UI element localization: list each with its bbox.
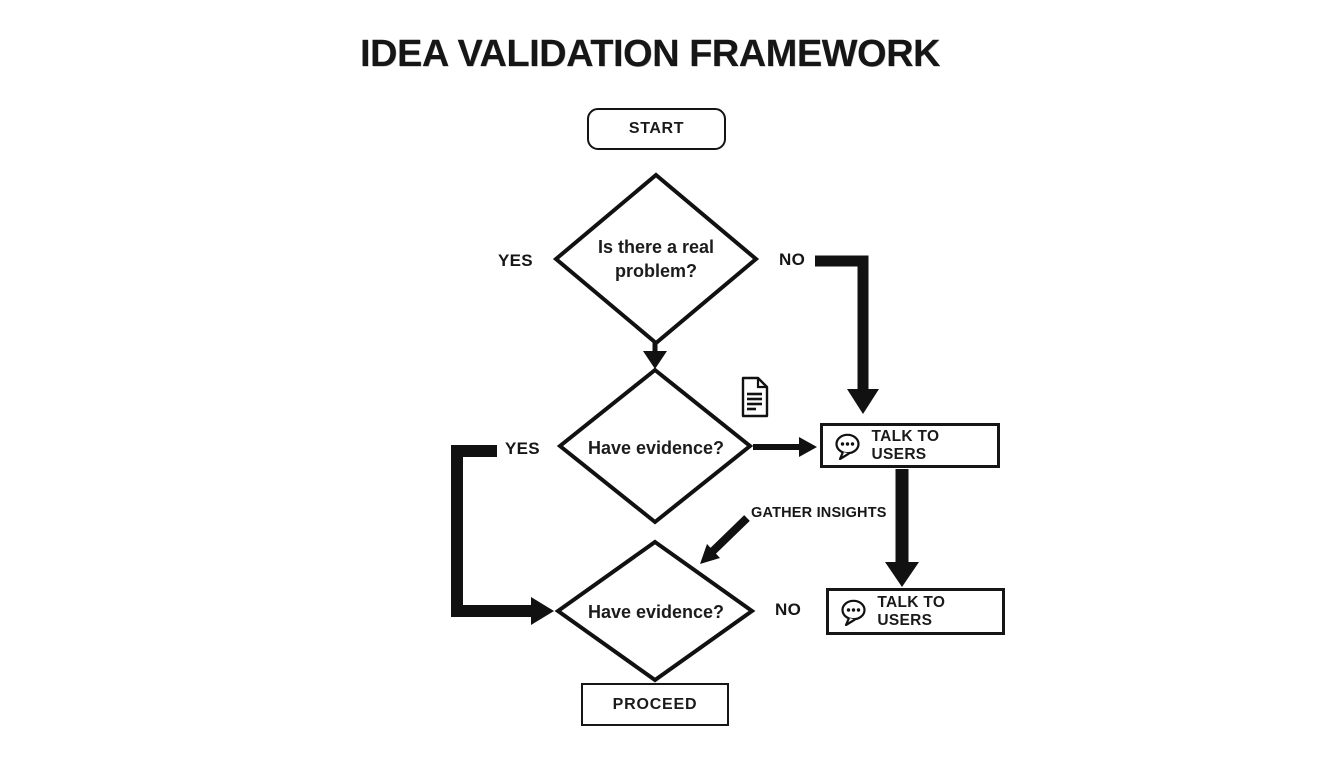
arrow-no1-elbow [815, 255, 879, 414]
edge-label-yes-1: YES [498, 251, 533, 270]
speech-bubble-icon [835, 433, 860, 460]
start-node-label: START [628, 120, 685, 137]
talk-to-users-label-2: TALK TO USERS [877, 593, 946, 629]
decision1-label: Is there a real problem? [597, 237, 715, 281]
gather-insights-label: GATHER INSIGHTS [751, 505, 887, 521]
proceed-node-label: PROCEED [612, 695, 698, 713]
proceed-node: PROCEED [581, 683, 729, 726]
speech-bubble-icon [841, 599, 866, 626]
talk-to-users-node-1: TALK TO USERS [820, 423, 1000, 468]
decision3-diamond [554, 539, 756, 683]
decision2-diamond [556, 367, 754, 525]
arrow-talk1-talk2 [885, 469, 919, 587]
edge-label-no-2: NO [775, 600, 802, 619]
decision3-label: Have evidence? [587, 602, 725, 622]
decision1-diamond [552, 172, 760, 346]
edge-label-no-1: NO [779, 250, 806, 269]
document-icon [741, 376, 769, 418]
talk-to-users-label-1: TALK TO USERS [871, 427, 940, 463]
talk-to-users-node-2: TALK TO USERS [826, 588, 1005, 635]
edge-label-yes-2: YES [505, 439, 540, 458]
arrow-yes-loop [451, 445, 554, 625]
decision2-label: Have evidence? [587, 438, 725, 458]
page-title: IDEA VALIDATION FRAMEWORK [360, 33, 940, 75]
arrow-decision2-talk1 [753, 437, 817, 457]
start-node: START [587, 108, 726, 150]
